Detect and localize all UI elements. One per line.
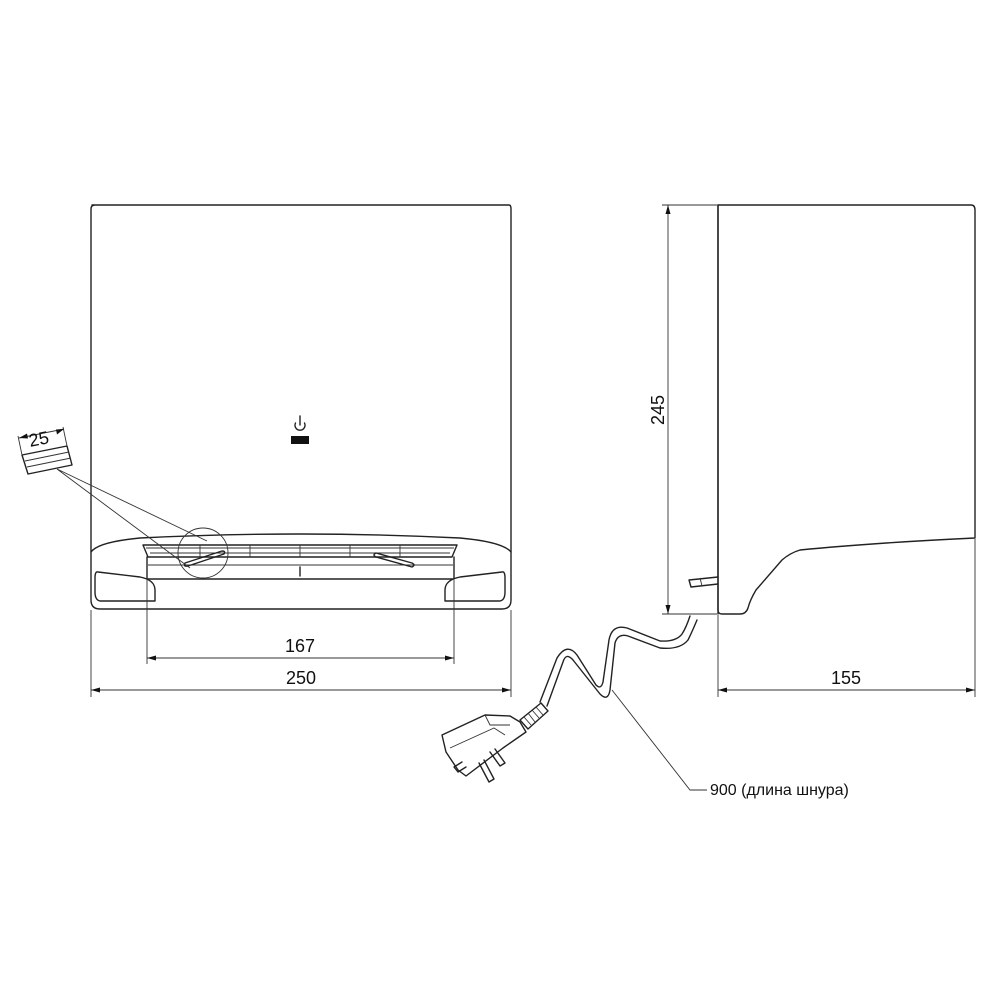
air-outlet-slot (142, 527, 458, 580)
right-side-handle (444, 571, 506, 602)
cord-length-label: 900 (длина шнура) (710, 782, 849, 799)
right-guide-fin (373, 552, 415, 568)
wall-bracket (688, 576, 719, 588)
left-guide-fin (183, 550, 226, 567)
plug-pin-upper (489, 748, 506, 767)
plug-pin-right (478, 759, 495, 783)
power-icon (294, 415, 306, 431)
dimension-250-label: 250 (286, 668, 316, 688)
power-cord (441, 615, 707, 791)
dimension-slot-width (146, 580, 455, 664)
side-housing-outline (717, 204, 976, 615)
dimension-front-width (90, 610, 512, 697)
front-view: 167 250 25 (17, 204, 512, 697)
dimension-height (662, 204, 717, 615)
euro-plug-icon (441, 714, 527, 777)
side-view: 245 155 (648, 204, 976, 697)
slot-detail-circle (177, 527, 229, 579)
front-housing-outline (90, 204, 512, 610)
dimension-depth (717, 539, 976, 697)
dimension-25-label: 25 (27, 427, 50, 450)
slot-detail-view (17, 426, 208, 569)
left-side-handle (94, 571, 156, 602)
cord-length-leader (611, 689, 707, 791)
dimension-167-label: 167 (285, 636, 315, 656)
dimension-155-label: 155 (831, 668, 861, 688)
cord-strain-relief (519, 702, 549, 730)
sensor-window (291, 436, 309, 444)
plug-pin-left (453, 761, 467, 773)
front-shell-line (90, 533, 512, 553)
dimension-245-label: 245 (648, 395, 668, 425)
